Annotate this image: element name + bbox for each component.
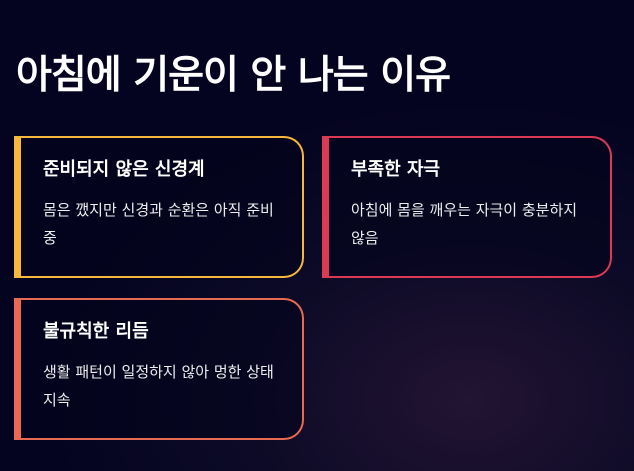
reason-card-nervous-system: 준비되지 않은 신경계 몸은 깼지만 신경과 순환은 아직 준비 중 xyxy=(14,136,304,278)
card-description: 아침에 몸을 깨우는 자극이 충분하지 않음 xyxy=(351,201,578,247)
reason-card-irregular-rhythm: 불규칙한 리듬 생활 패턴이 일정하지 않아 멍한 상태 지속 xyxy=(14,298,304,440)
card-description: 생활 패턴이 일정하지 않아 멍한 상태 지속 xyxy=(43,363,274,409)
card-description: 몸은 깼지만 신경과 순환은 아직 준비 중 xyxy=(43,201,274,247)
page-title: 아침에 기운이 안 나는 이유 xyxy=(16,53,451,98)
reason-card-lack-of-stimulus: 부족한 자극 아침에 몸을 깨우는 자극이 충분하지 않음 xyxy=(322,136,612,278)
card-title: 준비되지 않은 신경계 xyxy=(43,159,205,180)
card-title: 부족한 자극 xyxy=(351,159,441,180)
card-title: 불규칙한 리듬 xyxy=(43,321,149,342)
